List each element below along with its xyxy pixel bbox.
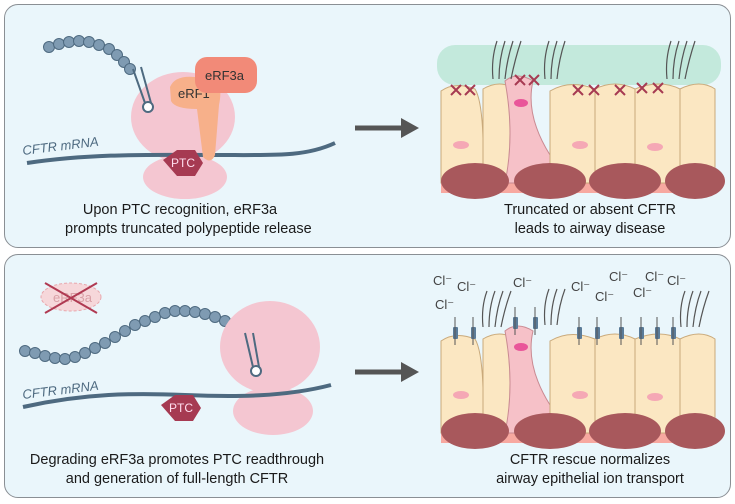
bottom-right-caption-line2: airway epithelial ion transport — [496, 471, 684, 487]
trna — [132, 66, 152, 104]
bottom-panel: eRF3a CFTR mRNA PTC — [4, 254, 731, 498]
chloride-ion: Cl⁻ — [667, 273, 686, 288]
mucus-layer — [437, 45, 721, 85]
process-arrow — [355, 118, 419, 138]
chloride-ion: Cl⁻ — [633, 285, 652, 300]
ptc-label: PTC — [169, 401, 193, 415]
chloride-ions: Cl⁻ Cl⁻ Cl⁻ Cl⁻ Cl⁻ Cl⁻ Cl⁻ Cl⁻ Cl⁻ Cl⁻ — [433, 269, 686, 312]
chloride-ion: Cl⁻ — [435, 297, 454, 312]
chloride-ion: Cl⁻ — [433, 273, 452, 288]
erf1-protein — [170, 76, 221, 161]
erf3a-protein — [195, 57, 257, 93]
bottom-left-caption: Degrading eRF3a promotes PTC readthrough… — [27, 451, 327, 489]
epithelium-healthy: Cl⁻ Cl⁻ Cl⁻ Cl⁻ Cl⁻ Cl⁻ Cl⁻ Cl⁻ Cl⁻ Cl⁻ — [433, 269, 725, 449]
chloride-ion: Cl⁻ — [457, 279, 476, 294]
chloride-ion: Cl⁻ — [571, 279, 590, 294]
ptc-hexagon — [161, 395, 201, 421]
ptc-label: PTC — [171, 156, 195, 170]
erf3a-label: eRF3a — [205, 68, 245, 83]
top-left-caption-line1: Upon PTC recognition, eRF3a — [82, 202, 278, 218]
top-left-caption: Upon PTC recognition, eRF3a prompts trun… — [65, 201, 312, 239]
epithelium-diseased — [437, 40, 725, 199]
polypeptide-chain — [43, 35, 136, 75]
chloride-ion: Cl⁻ — [645, 269, 664, 284]
top-panel: CFTR mRNA eRF1 eRF3a PTC — [4, 4, 731, 248]
chloride-ion: Cl⁻ — [609, 269, 628, 284]
top-panel-art: CFTR mRNA eRF1 eRF3a PTC — [22, 35, 725, 199]
ptc-hexagon — [163, 150, 203, 176]
erf3a-degraded: eRF3a — [40, 282, 102, 314]
full-length-polypeptide — [19, 305, 249, 365]
bottom-left-caption-line1: Degrading eRF3a promotes PTC readthrough — [29, 452, 325, 468]
top-right-caption-line1: Truncated or absent CFTR — [504, 202, 676, 218]
mrna-label: CFTR mRNA — [22, 134, 100, 158]
bottom-panel-art: eRF3a CFTR mRNA PTC — [19, 269, 725, 449]
top-left-caption-line2: prompts truncated polypeptide release — [65, 221, 312, 237]
bottom-right-caption-line1: CFTR rescue normalizes — [509, 452, 671, 468]
top-right-caption: Truncated or absent CFTR leads to airway… — [475, 201, 705, 239]
top-right-caption-line2: leads to airway disease — [514, 221, 666, 237]
chloride-ion: Cl⁻ — [595, 289, 614, 304]
bottom-right-caption: CFTR rescue normalizes airway epithelial… — [475, 451, 705, 489]
bottom-left-caption-line2: and generation of full-length CFTR — [65, 471, 289, 487]
ribosome — [220, 301, 320, 435]
chloride-ion: Cl⁻ — [513, 275, 532, 290]
process-arrow — [355, 362, 419, 382]
